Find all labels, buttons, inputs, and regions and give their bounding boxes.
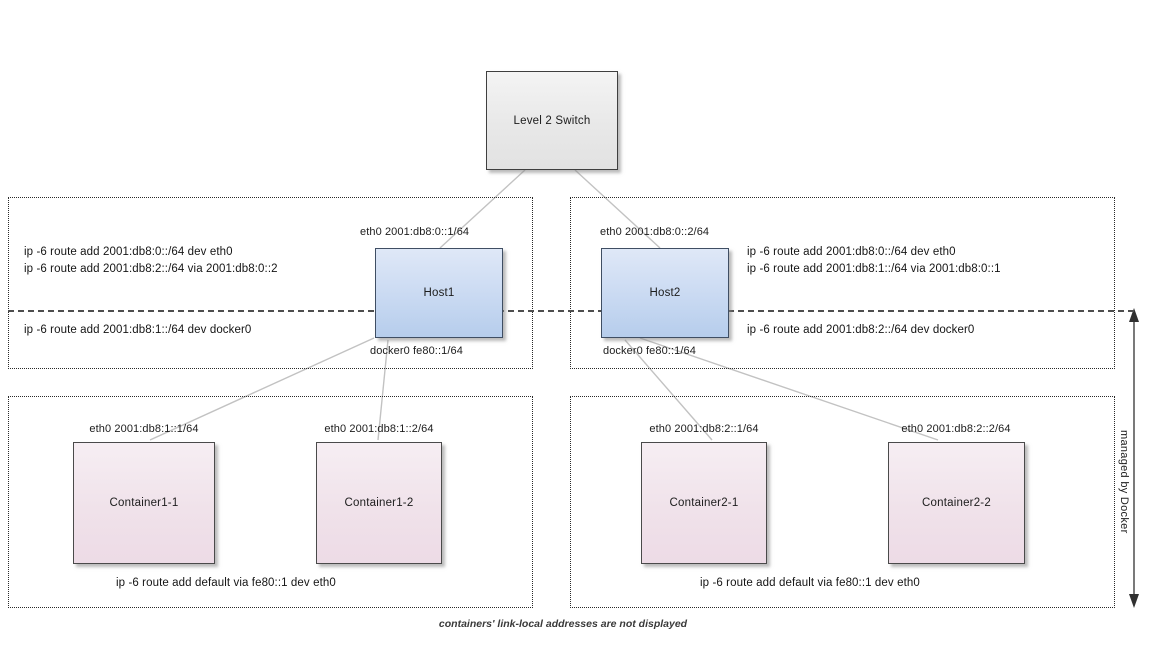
container2-2-label: Container2-2 — [922, 497, 991, 509]
container2-2-eth0-label: eth0 2001:db8:2::2/64 — [901, 423, 1011, 435]
switch-label: Level 2 Switch — [513, 114, 591, 127]
host2-route-remote: ip -6 route add 2001:db8:1::/64 via 2001… — [747, 263, 1001, 275]
host1-route-docker0: ip -6 route add 2001:db8:1::/64 dev dock… — [24, 324, 252, 336]
docker-scope-arrow-head-bottom — [1129, 594, 1139, 608]
container-group-1-default-route: ip -6 route add default via fe80::1 dev … — [116, 577, 336, 589]
host2-docker0-label: docker0 fe80::1/64 — [603, 345, 696, 357]
kernel-userspace-separator — [8, 310, 1134, 312]
host2-eth0-label: eth0 2001:db8:0::2/64 — [600, 226, 710, 238]
container1-2-label: Container1-2 — [344, 497, 414, 509]
host1-route-eth0: ip -6 route add 2001:db8:0::/64 dev eth0 — [24, 246, 233, 258]
host1-docker0-label: docker0 fe80::1/64 — [370, 345, 463, 357]
host2-route-eth0: ip -6 route add 2001:db8:0::/64 dev eth0 — [747, 246, 956, 258]
container1-2-eth0-label: eth0 2001:db8:1::2/64 — [324, 423, 434, 435]
node-host1[interactable]: Host1 — [375, 248, 503, 338]
container2-1-eth0-label: eth0 2001:db8:2::1/64 — [649, 423, 759, 435]
node-container1-1[interactable]: Container1-1 — [73, 442, 215, 564]
container-group-2-default-route: ip -6 route add default via fe80::1 dev … — [700, 577, 920, 589]
node-level2-switch[interactable]: Level 2 Switch — [486, 71, 618, 170]
host1-route-remote: ip -6 route add 2001:db8:2::/64 via 2001… — [24, 263, 278, 275]
node-container1-2[interactable]: Container1-2 — [316, 442, 442, 564]
container2-1-label: Container2-1 — [669, 497, 739, 509]
host1-label: Host1 — [423, 287, 455, 299]
host2-route-docker0: ip -6 route add 2001:db8:2::/64 dev dock… — [747, 324, 975, 336]
node-container2-2[interactable]: Container2-2 — [888, 442, 1025, 564]
container1-1-eth0-label: eth0 2001:db8:1::1/64 — [89, 423, 199, 435]
managed-by-docker-label: managed by Docker — [1118, 430, 1130, 534]
node-container2-1[interactable]: Container2-1 — [641, 442, 767, 564]
host1-eth0-label: eth0 2001:db8:0::1/64 — [360, 226, 470, 238]
container1-1-label: Container1-1 — [109, 497, 179, 509]
node-host2[interactable]: Host2 — [601, 248, 729, 338]
host2-label: Host2 — [649, 287, 681, 299]
diagram-caption: containers' link-local addresses are not… — [438, 618, 688, 630]
